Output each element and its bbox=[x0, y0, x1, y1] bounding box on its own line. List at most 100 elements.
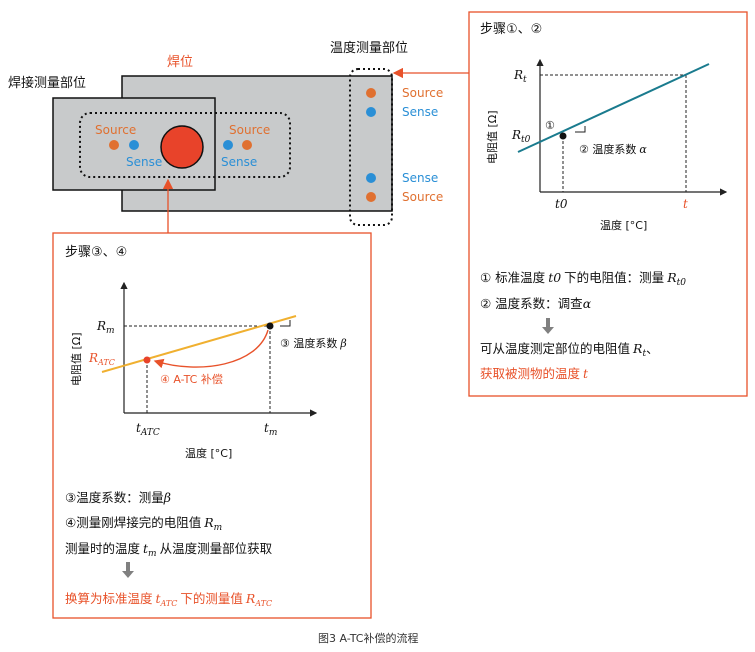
panel-top-line-4-t: t bbox=[583, 366, 589, 381]
panel-bottom-rm-label: Rm bbox=[96, 319, 115, 336]
panel-top-x-axis-label: 温度 [°C] bbox=[600, 218, 647, 232]
panel-bottom-line-3-b: 从温度测量部位获取 bbox=[160, 541, 273, 556]
source-label-temp-top: Source bbox=[402, 86, 443, 100]
panel-bottom-line-1-a: ③温度系数：测量 bbox=[65, 490, 164, 505]
panel-top-down-arrow bbox=[542, 318, 554, 334]
panel-top-alpha: α bbox=[639, 143, 647, 156]
weld-measure-site-label: 焊接测量部位 bbox=[8, 75, 86, 91]
panel-bottom-down-arrow bbox=[122, 562, 134, 578]
panel-bottom-line-4-t: t bbox=[156, 591, 162, 606]
temp-measure-site-label: 温度测量部位 bbox=[330, 40, 408, 56]
panel-top-line-2: ② 温度系数：调查α bbox=[480, 296, 592, 311]
panel-bottom-ratc-sub: ATC bbox=[97, 358, 115, 367]
panel-top-line-1-rsub: t0 bbox=[677, 278, 687, 288]
panel-bottom-comp-label: ④ A-TC 补偿 bbox=[160, 372, 223, 386]
panel-bottom-line-2-r: R bbox=[203, 515, 213, 530]
panel-top-line-2-a: ② 温度系数：调查 bbox=[480, 296, 583, 311]
source-probe-left bbox=[109, 140, 119, 150]
panel-top-rt-sub: t bbox=[523, 75, 527, 85]
panel-top-rt-main: R bbox=[513, 68, 523, 82]
panel-bottom-resistance-line bbox=[101, 315, 297, 373]
sense-probe-right bbox=[223, 140, 233, 150]
sense-label-right: Sense bbox=[221, 155, 257, 169]
panel-top-resistance-line bbox=[517, 63, 710, 153]
sense-label-left: Sense bbox=[126, 155, 162, 169]
panel-top-line-1-a: ① 标准温度 bbox=[480, 270, 546, 285]
panel-top-line-4-a: 获取被测物的温度 bbox=[480, 366, 581, 381]
panel-bottom-line-2-rsub: m bbox=[214, 523, 223, 533]
panel-bottom-point-rm bbox=[266, 322, 274, 330]
panel-steps-3-4 bbox=[52, 232, 372, 619]
panel-top-rt-label: Rt bbox=[513, 68, 527, 85]
source-label-right: Source bbox=[229, 123, 270, 137]
panel-bottom-tm-sub: m bbox=[269, 428, 278, 438]
panel-top-slope-marker bbox=[575, 126, 586, 133]
figure-caption: 图3 A-TC补偿的流程 bbox=[318, 631, 419, 645]
weld-measure-region bbox=[79, 112, 291, 178]
panel-top-line-3-rsub: t bbox=[642, 349, 646, 359]
panel-bottom-tm-main: t bbox=[264, 421, 269, 435]
panel-bottom-tatc-label: tATC bbox=[136, 421, 160, 438]
panel-bottom-line-2-a: ④测量刚焊接完的电阻值 bbox=[65, 515, 201, 530]
panel-bottom-ratc-main: R bbox=[88, 351, 98, 365]
panel-steps-1-2 bbox=[468, 11, 748, 397]
panel-bottom-line-4-b: 下的测量值 bbox=[180, 591, 243, 606]
panel-bottom-line-1-beta: β bbox=[163, 490, 171, 505]
sense-label-temp-top: Sense bbox=[402, 105, 438, 119]
panel-top-line-1-r: R bbox=[666, 270, 676, 285]
panel-bottom-slope-marker bbox=[280, 320, 291, 327]
panel-top-point-t0 bbox=[559, 132, 567, 140]
panel-top-line-1-t0: t0 bbox=[548, 270, 561, 285]
panel-bottom-line-3-a: 测量时的温度 bbox=[65, 541, 141, 556]
panel-top-rt0-sub: t0 bbox=[521, 135, 531, 145]
sense-label-temp-bottom: Sense bbox=[402, 171, 438, 185]
panel-bottom-line-1: ③温度系数：测量β bbox=[65, 490, 171, 505]
weld-nugget bbox=[160, 125, 204, 169]
panel-bottom-line-4-r: R bbox=[245, 591, 255, 606]
source-probe-right bbox=[242, 140, 252, 150]
panel-top-line-3-a: 可从温度测定部位的电阻值 bbox=[480, 341, 630, 356]
panel-bottom-y-axis-label: 电阻值 [Ω] bbox=[70, 333, 83, 387]
weld-spot-label: 焊位 bbox=[167, 54, 193, 70]
panel-top-line-2-alpha: α bbox=[583, 296, 592, 311]
panel-bottom-heading: 步骤③、④ bbox=[65, 245, 127, 260]
sense-probe-temp-top bbox=[366, 107, 376, 117]
panel-bottom-line-4-rsub: ATC bbox=[254, 599, 272, 608]
panel-top-line-3-r: R bbox=[632, 341, 642, 356]
panel-top-y-axis-label: 电阻值 [Ω] bbox=[486, 111, 499, 165]
panel-bottom-rm-main: R bbox=[96, 319, 106, 333]
sense-probe-temp-bottom bbox=[366, 173, 376, 183]
panel-top-marker-1: ① bbox=[545, 119, 555, 132]
panel-bottom-tm-label: tm bbox=[264, 421, 277, 438]
panel-top-rt0-main: R bbox=[511, 128, 521, 142]
panel-top-coef-text: ② 温度系数 bbox=[579, 142, 636, 156]
source-probe-temp-bottom bbox=[366, 192, 376, 202]
panel-bottom-line-3-tsub: m bbox=[148, 549, 157, 559]
sense-probe-left bbox=[129, 140, 139, 150]
panel-bottom-ratc-label: RATC bbox=[88, 351, 115, 367]
panel-bottom-point-ratc bbox=[143, 356, 151, 364]
panel-bottom-beta: β bbox=[339, 337, 346, 350]
panel-top-t0-label: t0 bbox=[555, 197, 568, 211]
panel-top-line-1-b: 下的电阻值：测量 bbox=[564, 270, 664, 285]
panel-top-heading: 步骤①、② bbox=[480, 22, 542, 37]
panel-top-line-3-b: 、 bbox=[646, 341, 659, 356]
panel-bottom-atc-curve bbox=[153, 329, 269, 369]
panel-bottom-rm-sub: m bbox=[106, 326, 115, 336]
panel-top-t-label: t bbox=[683, 197, 688, 211]
source-label-left: Source bbox=[95, 123, 136, 137]
panel-bottom-tatc-sub: ATC bbox=[140, 428, 160, 438]
panel-bottom-line-4-tsub: ATC bbox=[160, 599, 178, 608]
panel-bottom-x-axis-label: 温度 [°C] bbox=[185, 446, 232, 460]
source-label-temp-bottom: Source bbox=[402, 190, 443, 204]
panel-top-rt0-label: Rt0 bbox=[511, 128, 531, 145]
panel-bottom-tatc-main: t bbox=[136, 421, 141, 435]
